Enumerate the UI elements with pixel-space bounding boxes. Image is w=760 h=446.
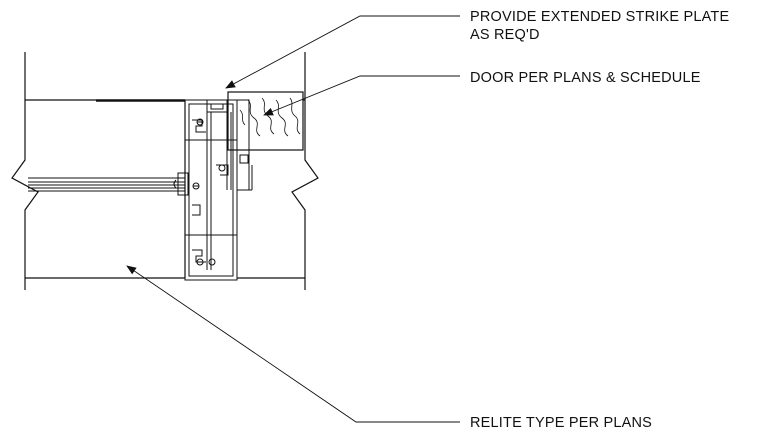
relite-panel <box>28 99 189 278</box>
strike-plate-callout: PROVIDE EXTENDED STRIKE PLATE AS REQ'D <box>470 8 729 44</box>
door-section <box>227 91 304 151</box>
strike-plate-callout-line-2: AS REQ'D <box>470 27 540 43</box>
strike-plate-leader <box>225 15 460 89</box>
door-callout: DOOR PER PLANS & SCHEDULE <box>470 70 701 86</box>
right-wall <box>237 52 319 290</box>
left-wall <box>11 52 185 290</box>
relite-leader <box>126 265 460 423</box>
door-leader <box>263 75 460 116</box>
leader-lines <box>126 15 460 423</box>
aluminum-frame <box>184 99 253 281</box>
strike-plate-callout-line-1: PROVIDE EXTENDED STRIKE PLATE <box>470 9 730 25</box>
relite-callout: RELITE TYPE PER PLANS <box>470 415 653 431</box>
